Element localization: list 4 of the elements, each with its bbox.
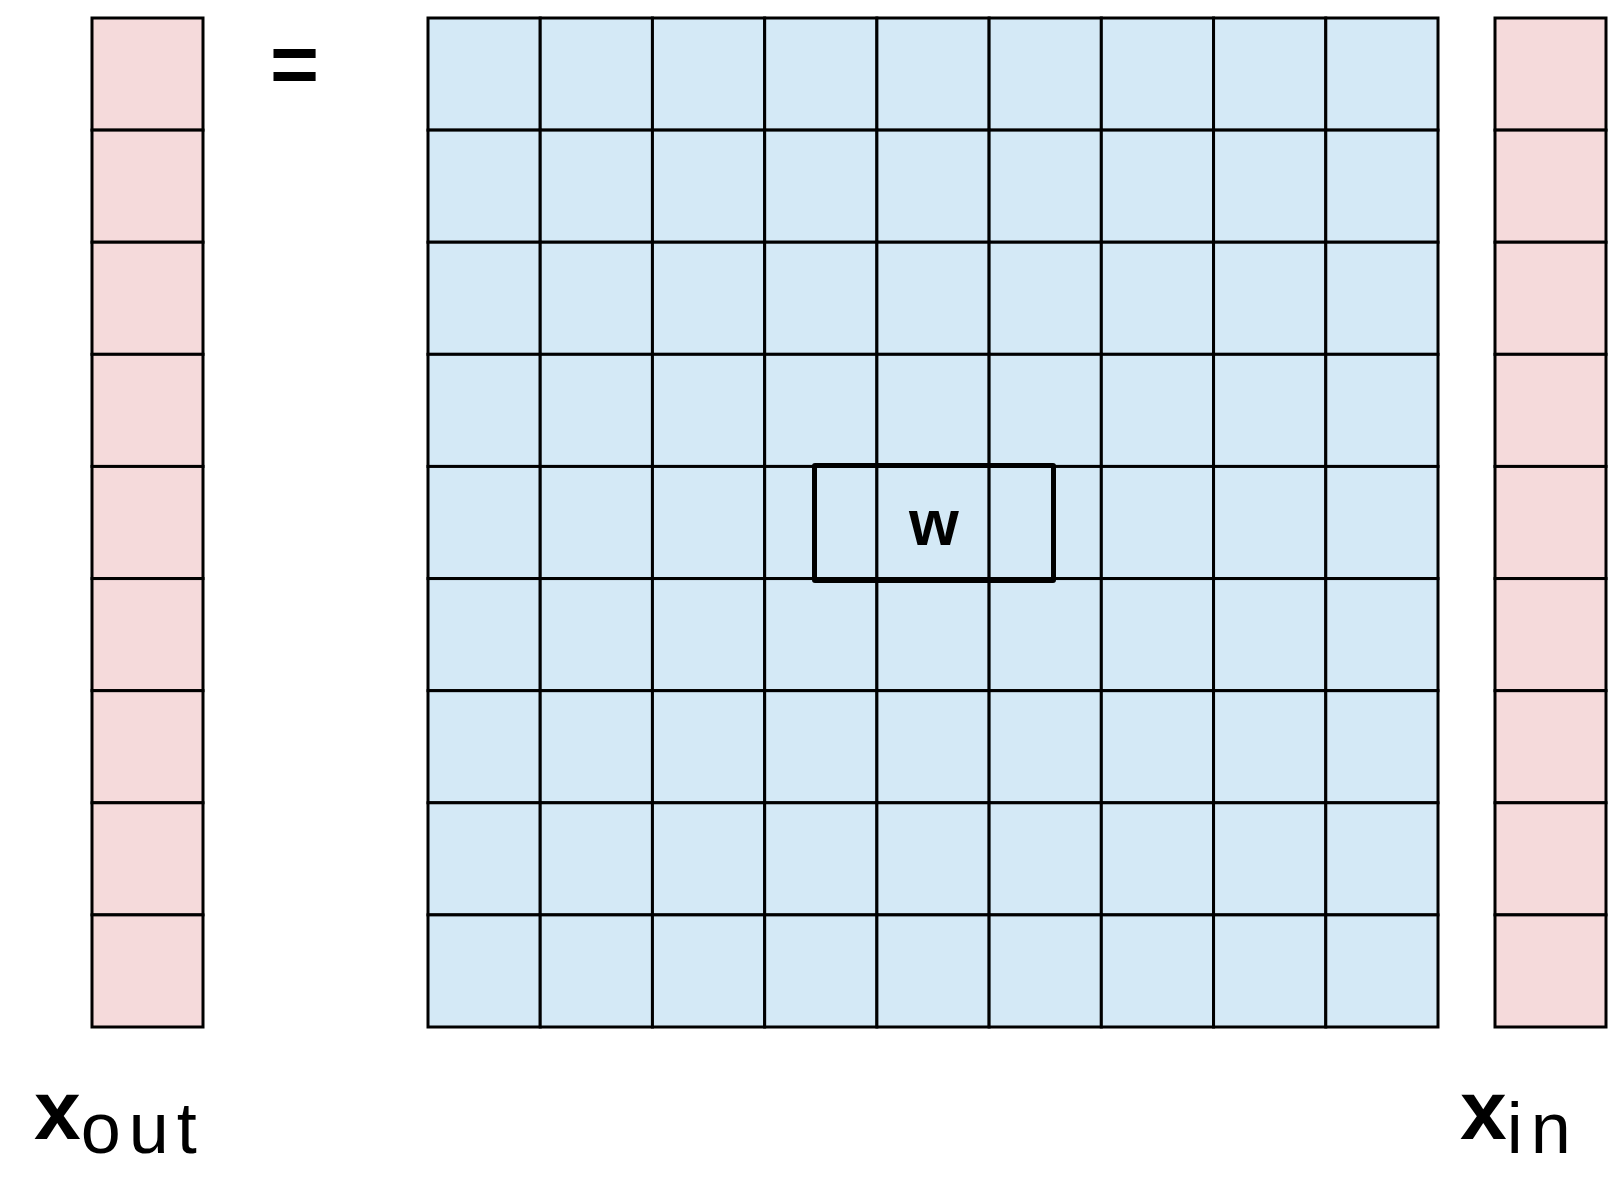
equals-sign: = bbox=[270, 22, 320, 106]
weight-box: w bbox=[812, 463, 1056, 583]
vector-label: x$_{out}$ bbox=[34, 1068, 205, 1165]
vector-label: x$_{in}$ bbox=[1460, 1068, 1579, 1165]
